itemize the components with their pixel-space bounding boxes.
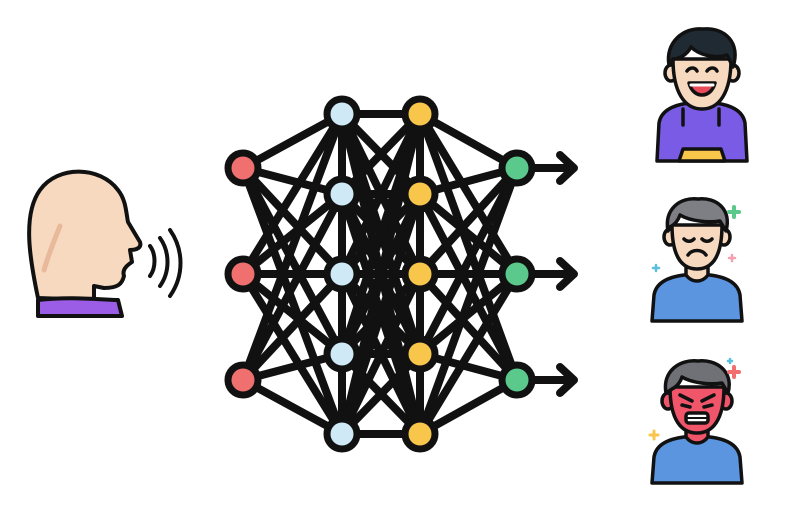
happy-person-icon	[655, 27, 749, 163]
hidden-1-node	[323, 255, 361, 293]
network-edge	[416, 190, 521, 384]
network-edge	[239, 270, 346, 438]
network-edge	[338, 350, 424, 438]
input-node	[224, 255, 262, 293]
network-edge	[239, 270, 346, 358]
hidden-1-node	[323, 95, 361, 133]
speaking-head-icon	[27, 169, 183, 318]
input-node	[224, 149, 262, 187]
network-edge	[239, 270, 346, 384]
network-edge	[239, 190, 346, 278]
hidden-2-node	[401, 335, 439, 373]
network-edge	[239, 110, 346, 172]
network-edge	[239, 376, 346, 438]
network-edges	[239, 110, 521, 438]
network-edge	[416, 110, 521, 384]
network-edge	[416, 110, 521, 172]
hidden-2-node	[401, 95, 439, 133]
network-edge	[416, 270, 521, 358]
hidden-2-node	[401, 255, 439, 293]
angry-person-icon	[648, 357, 744, 485]
network-edge	[239, 110, 346, 278]
hidden-2-node	[401, 175, 439, 213]
network-edge	[416, 270, 521, 438]
network-edge	[239, 164, 346, 358]
output-node	[498, 361, 536, 399]
network-edge	[416, 164, 521, 438]
network-nodes	[224, 95, 536, 453]
network-edge	[239, 110, 346, 384]
network-edge	[416, 270, 521, 384]
network-edge	[239, 164, 346, 278]
hidden-1-node	[323, 335, 361, 373]
network-edge	[416, 164, 521, 358]
network-edge	[338, 110, 424, 198]
input-node	[224, 361, 262, 399]
network-edge	[416, 190, 521, 278]
network-edge	[416, 376, 521, 438]
network-edge	[416, 110, 521, 278]
network-edge	[239, 190, 346, 384]
network-edge	[338, 270, 424, 438]
hidden-2-node	[401, 415, 439, 453]
network-edge	[239, 164, 346, 438]
network-edge	[338, 190, 424, 438]
network-edge	[416, 164, 521, 278]
hidden-1-node	[323, 175, 361, 213]
output-node	[498, 255, 536, 293]
hidden-1-node	[323, 415, 361, 453]
network-edge	[338, 110, 424, 278]
output-node	[498, 149, 536, 187]
network-edge	[338, 110, 424, 438]
sad-person-icon	[650, 197, 744, 323]
